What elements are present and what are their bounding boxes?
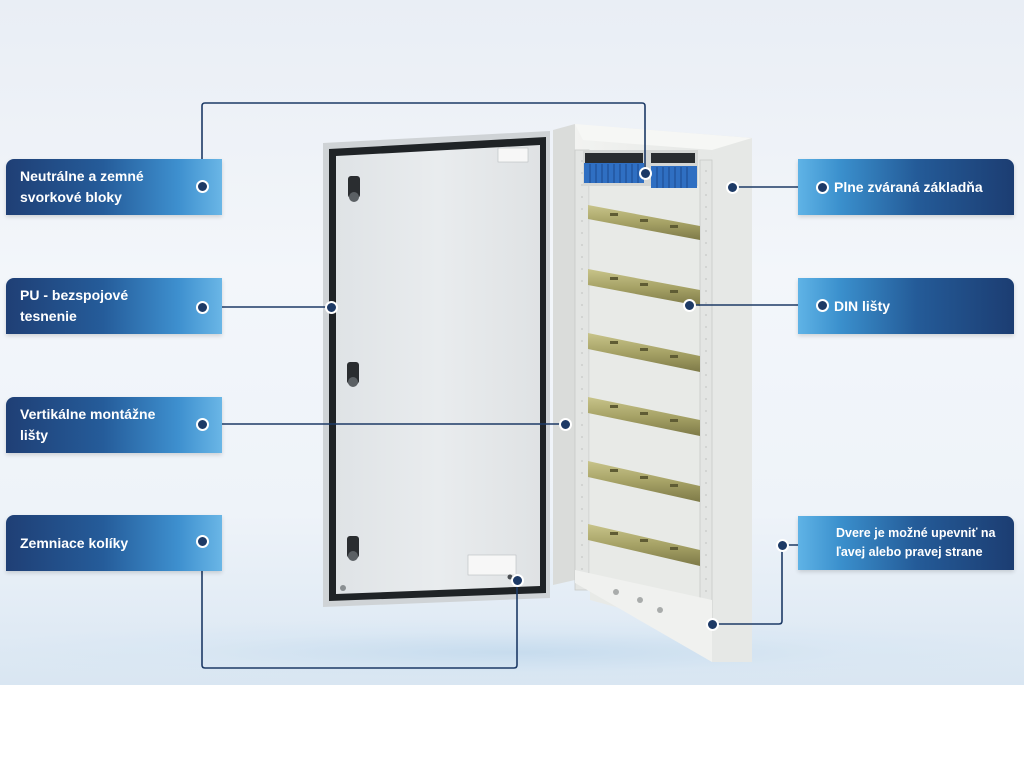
label-text: Dvere je možné upevniť na ľavej alebo pr… — [836, 526, 996, 559]
label-text: DIN lišty — [834, 297, 891, 314]
label-text: Vertikálne montážne lišty — [20, 406, 156, 443]
cabinet-door — [323, 131, 550, 607]
callout-dot — [511, 574, 524, 587]
din-rails — [588, 205, 700, 566]
label-welded-base: Plne zváraná základňa — [798, 159, 1014, 215]
callout-dot — [196, 418, 209, 431]
callout-dot — [325, 301, 338, 314]
label-text: Zemniace kolíky — [20, 534, 129, 551]
callout-dot — [816, 181, 829, 194]
callout-dot — [816, 299, 829, 312]
callout-dot — [196, 535, 209, 548]
callout-dot — [776, 539, 789, 552]
label-text: PU - bezspojové tesnenie — [20, 287, 129, 324]
label-din-rails: DIN lišty — [798, 278, 1014, 334]
label-neutral-terminal-blocks: Neutrálne a zemné svorkové bloky — [6, 159, 222, 215]
callout-dot — [726, 181, 739, 194]
callout-dot — [196, 301, 209, 314]
callout-dot — [683, 299, 696, 312]
label-text: Neutrálne a zemné svorkové bloky — [20, 168, 144, 205]
label-door-mounting: Dvere je možné upevniť na ľavej alebo pr… — [798, 516, 1014, 570]
vertical-mounting-rail — [574, 149, 590, 591]
door-lock-top — [348, 176, 360, 198]
callout-dot — [639, 167, 652, 180]
callout-dot — [706, 618, 719, 631]
callout-dot — [559, 418, 572, 431]
cabinet-body — [553, 124, 752, 662]
label-earth-pins: Zemniace kolíky — [6, 515, 222, 571]
label-vertical-mounting-rails: Vertikálne montážne lišty — [6, 397, 222, 453]
callout-dot — [196, 180, 209, 193]
label-text: Plne zváraná základňa — [834, 178, 983, 195]
terminal-blocks — [583, 150, 698, 188]
floor-reflection — [0, 620, 1024, 685]
label-pu-seal: PU - bezspojové tesnenie — [6, 278, 222, 334]
